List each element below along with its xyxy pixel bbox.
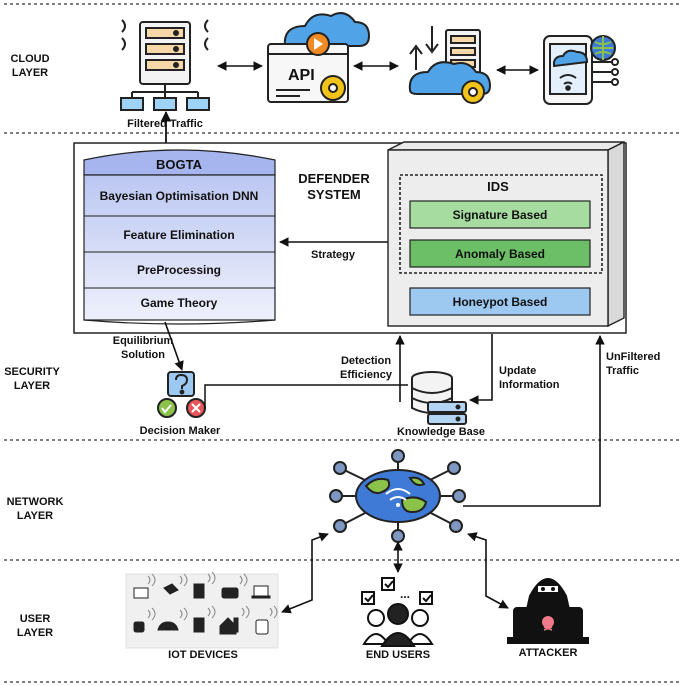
mobile-cloud-network-icon (543, 35, 619, 105)
bogta-step-1: Bayesian Optimisation DNN (100, 189, 259, 203)
decision-maker-label: Decision Maker (140, 425, 221, 437)
server-rack-icon (120, 19, 210, 111)
svg-text:API: API (288, 67, 315, 84)
cloud-server-sync-icon (408, 26, 492, 104)
attacker-icon (507, 578, 589, 644)
signature-based-box (409, 200, 591, 229)
filtered-traffic-label: Filtered Traffic (127, 118, 203, 130)
end-users-icon: ... (361, 577, 434, 647)
signature-based-label: Signature Based (453, 208, 548, 222)
network-hub-icon (329, 449, 466, 543)
iot-devices-icon (125, 571, 279, 649)
update-information-arrow (469, 334, 493, 405)
bogta-title: BOGTA (156, 157, 203, 172)
bogta-step-4: Game Theory (141, 296, 218, 310)
attacker-label: ATTACKER (519, 647, 578, 659)
decision-knowledge-link (204, 384, 408, 409)
bogta-step-3: PreProcessing (137, 263, 221, 277)
svg-text:...: ... (400, 587, 410, 601)
honeypot-based-label: Honeypot Based (453, 295, 548, 309)
ids-title: IDS (487, 179, 509, 194)
knowledge-base-label: Knowledge Base (397, 426, 485, 438)
iot-devices-label: IOT DEVICES (168, 649, 238, 661)
network-user-links (281, 532, 509, 614)
equilibrium-arrow (164, 321, 184, 371)
anomaly-based-box (409, 239, 591, 268)
bogta-module (83, 149, 276, 325)
end-users-label: END USERS (366, 649, 430, 661)
strategy-label: Strategy (311, 249, 356, 261)
decision-maker-icon (157, 371, 206, 418)
honeypot-based-box (409, 287, 591, 316)
layer-separators (4, 3, 682, 683)
cloud-links (217, 61, 539, 75)
unfiltered-traffic-arrow (463, 335, 605, 507)
api-cloud-icon: API (267, 12, 371, 103)
bogta-step-2: Feature Elimination (123, 228, 234, 242)
knowledge-base-icon (411, 371, 467, 425)
anomaly-based-label: Anomaly Based (455, 247, 545, 261)
